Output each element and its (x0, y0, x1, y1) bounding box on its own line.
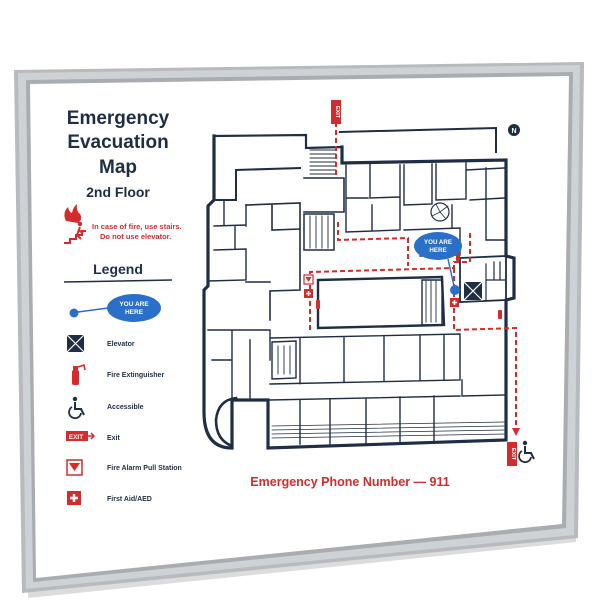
exit-icon: EXIT (66, 431, 96, 441)
map-first-aid-icon-left (304, 289, 313, 298)
emergency-phone: Emergency Phone Number — 911 (250, 475, 449, 489)
plan-outer-wall (202, 134, 516, 450)
evacuation-route (309, 122, 517, 428)
fire-extinguisher-icon (72, 363, 86, 385)
legend-label-accessible: Accessible (107, 404, 144, 411)
legend-you-are-here-line-1: YOU ARE (119, 301, 149, 308)
map-exit-bottom: EXIT (507, 442, 517, 466)
you-are-here-dot-icon (69, 308, 79, 318)
plan-upper-rooms-1 (345, 163, 401, 233)
fire-stairs-icon (64, 204, 86, 244)
sign-paper (30, 76, 569, 578)
floor-label: 2nd Floor (86, 184, 150, 200)
map-you-are-here-line-1: YOU ARE (424, 239, 452, 246)
map-you-are-here-dot-icon (450, 285, 460, 295)
elevator-icon (66, 334, 85, 353)
map-exit-top-label: EXIT (334, 106, 340, 119)
map-accessible-icon (518, 440, 535, 464)
legend-item-elevator: Elevator (66, 334, 135, 353)
legend-label-exit: Exit (107, 435, 121, 442)
legend-underline (63, 279, 173, 283)
legend-item-fire-alarm: Fire Alarm Pull Station (66, 459, 182, 476)
plan-wall-a (213, 166, 302, 201)
fire-alarm-icon (66, 459, 83, 476)
plan-right-core (459, 255, 507, 303)
plan-left-rooms (207, 199, 247, 282)
first-aid-icon (67, 491, 81, 505)
accessible-icon (68, 396, 85, 420)
north-label: N (511, 128, 516, 135)
spiral-stair-icon (430, 202, 450, 222)
exit-badge-text: EXIT (69, 434, 83, 441)
map-exit-top: EXIT (331, 100, 341, 124)
title-line-3: Map (99, 157, 137, 178)
legend-heading: Legend (93, 261, 143, 277)
map-you-are-here: YOU ARE HERE (414, 232, 462, 295)
north-arrow-icon: N (508, 124, 520, 136)
stair-top-icon (309, 149, 337, 175)
plan-lower-rooms-2 (269, 379, 507, 445)
fire-notice-line-1: In case of fire, use stairs. (92, 222, 182, 231)
stair-mid-icon (309, 215, 329, 249)
fire-notice-line-2: Do not use elevator. (100, 232, 171, 241)
floor-plan (202, 126, 516, 450)
legend-item-accessible: Accessible (68, 396, 144, 420)
map-exit-bottom-label: EXIT (510, 448, 516, 461)
map-you-are-here-line-2: HERE (429, 247, 446, 254)
plan-upper-rooms-2 (403, 162, 507, 241)
legend-label-first-aid: First Aid/AED (107, 496, 152, 503)
legend-you-are-here-line-2: HERE (125, 309, 144, 316)
stair-central-icon (421, 279, 443, 326)
plan-lower-left-rooms (207, 329, 271, 399)
plan-hatch (271, 421, 505, 439)
plan-top-wing (338, 126, 497, 153)
legend-item-first-aid: First Aid/AED (67, 491, 152, 505)
legend-item-fire-extinguisher: Fire Extinguisher (72, 363, 164, 385)
plan-central-block (316, 275, 446, 330)
plan-lower-rooms-1 (269, 333, 461, 385)
map-fire-extinguisher-icon-3 (498, 310, 502, 319)
legend-label-elevator: Elevator (107, 341, 135, 348)
map-fire-alarm-icon (303, 274, 314, 285)
legend-label-fire-extinguisher: Fire Extinguisher (107, 372, 164, 379)
title-line-2: Evacuation (67, 132, 168, 153)
map-elevator-icon (463, 281, 483, 301)
title-line-1: Emergency (67, 108, 170, 129)
map-first-aid-icon-right (450, 298, 459, 307)
legend-label-fire-alarm: Fire Alarm Pull Station (107, 465, 182, 472)
legend-you-are-here: YOU ARE HERE (69, 294, 161, 322)
plan-left-core (245, 202, 301, 321)
map-fire-extinguisher-icon-1 (316, 300, 320, 309)
legend-item-exit: EXIT Exit (66, 431, 121, 442)
